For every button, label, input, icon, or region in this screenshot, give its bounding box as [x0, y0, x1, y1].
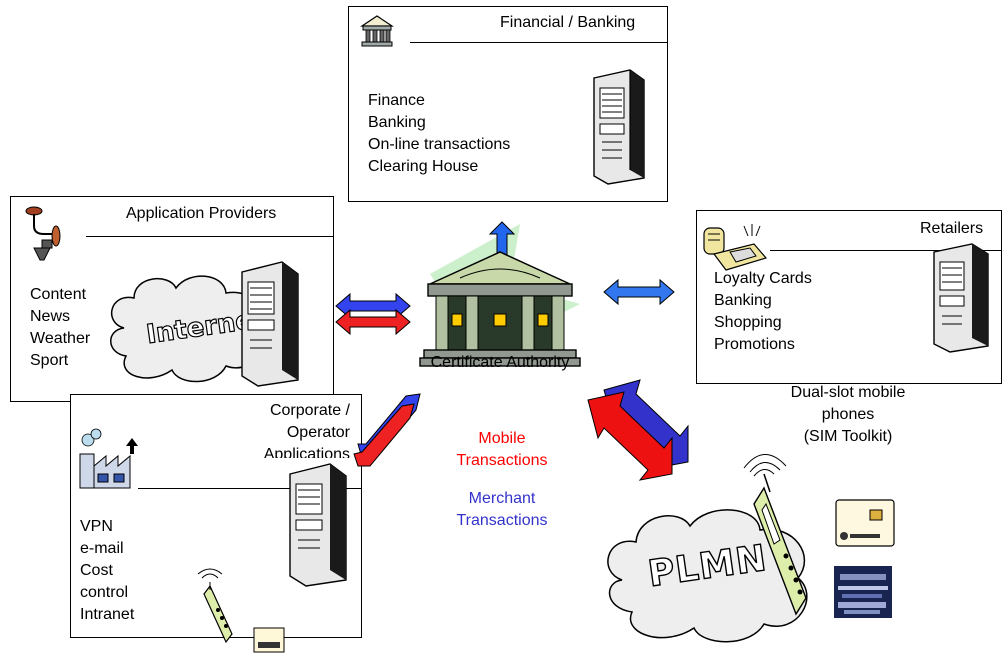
corporate-rule — [138, 488, 362, 489]
list-item: Weather — [30, 330, 91, 347]
mobile-phone-icon — [197, 568, 285, 653]
tap-icon — [25, 206, 61, 261]
dual-slot-phones-line: (SIM Toolkit) — [803, 428, 893, 445]
list-item: Shopping — [714, 314, 782, 331]
plmn-double-arrow — [587, 379, 689, 481]
financial-banking-list: Finance Banking On-line transactions Cle… — [368, 90, 510, 178]
retailers-rule — [770, 250, 1002, 251]
left-double-arrow — [335, 292, 411, 336]
application-providers-rule — [86, 236, 334, 237]
mobile-phone-icon — [743, 454, 807, 616]
mobile-transactions-label: Mobile Transactions — [432, 428, 572, 472]
corporate-title: Corporate / Operator Applications — [250, 400, 350, 458]
smart-card-image — [834, 566, 892, 618]
list-item: Banking — [714, 292, 772, 309]
dual-slot-phones-label: Dual-slot mobile phones (SIM Toolkit) — [768, 382, 928, 448]
list-item: VPN — [80, 518, 113, 535]
list-item: e-mail — [80, 540, 124, 557]
certificate-authority-label: Certificate Authority — [430, 354, 570, 371]
list-item: Loyalty Cards — [714, 270, 812, 287]
retailers-title: Retailers — [920, 220, 984, 237]
financial-banking-title: Financial / Banking — [500, 14, 636, 31]
certificate-authority-building — [419, 251, 581, 367]
mobile-transactions-line: Mobile — [478, 430, 526, 447]
dual-slot-phones-line: phones — [821, 406, 875, 423]
server-icon — [593, 69, 645, 185]
list-item: Banking — [368, 114, 426, 131]
list-item: Clearing House — [368, 158, 479, 175]
list-item: Content — [30, 286, 87, 303]
application-providers-title: Application Providers — [126, 205, 277, 222]
factory-icon — [79, 428, 138, 489]
merchant-transactions-line: Transactions — [456, 512, 548, 529]
list-item: Intranet — [80, 606, 135, 623]
sim-card-icon — [835, 499, 895, 547]
corporate-title-line: Operator — [286, 424, 350, 441]
corporate-list: VPN e-mail Cost control Intranet — [80, 516, 134, 626]
card-terminal-icon — [703, 224, 768, 271]
server-icon — [289, 463, 347, 587]
server-icon — [933, 243, 989, 353]
list-item: control — [80, 584, 129, 601]
list-item: Promotions — [714, 336, 795, 353]
corporate-double-arrow — [353, 393, 421, 467]
list-item: On-line transactions — [368, 136, 511, 153]
financial-banking-rule — [410, 42, 668, 43]
dual-slot-phones-line: Dual-slot mobile — [790, 384, 906, 401]
merchant-transactions-line: Merchant — [468, 490, 536, 507]
list-item: Sport — [30, 352, 69, 369]
application-providers-list: Content News Weather Sport — [30, 284, 90, 372]
corporate-title-line: Applications — [263, 446, 350, 458]
right-double-arrow — [603, 278, 675, 306]
list-item: News — [30, 308, 71, 325]
retailers-list: Loyalty Cards Banking Shopping Promotion… — [714, 268, 812, 356]
bank-icon — [360, 15, 394, 47]
corporate-title-line: Corporate / — [269, 402, 350, 419]
mobile-transactions-line: Transactions — [456, 452, 548, 469]
list-item: Finance — [368, 92, 425, 109]
merchant-transactions-label: Merchant Transactions — [432, 488, 572, 532]
server-icon — [241, 261, 299, 387]
list-item: Cost — [80, 562, 113, 579]
